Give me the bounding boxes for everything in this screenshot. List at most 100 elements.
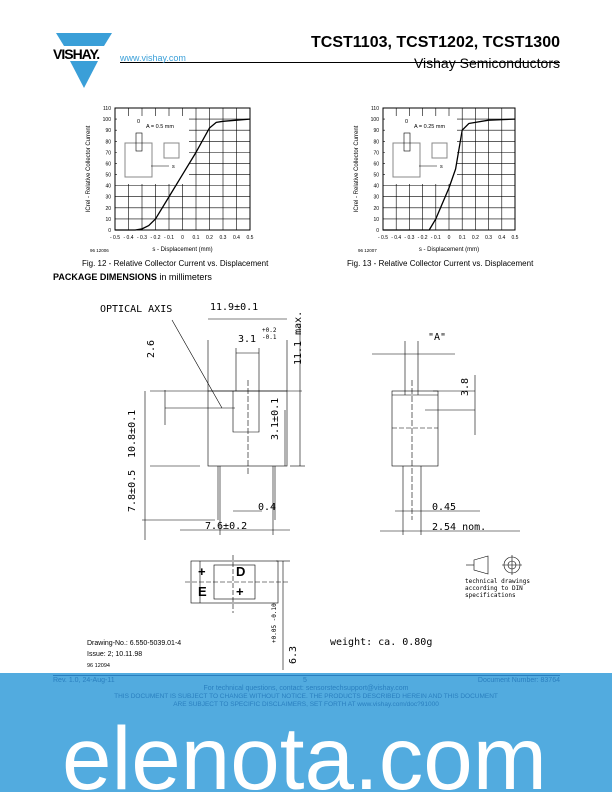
dim-2-54: 2.54 nom. <box>432 522 486 533</box>
x-tick-label: 0.4 <box>233 235 240 241</box>
inset-s: s <box>440 164 443 170</box>
y-tick-label: 10 <box>105 217 111 223</box>
y-tick-label: 90 <box>105 128 111 134</box>
side-view <box>372 341 520 535</box>
x-tick-label: - 0.4 <box>123 235 133 241</box>
drawing-number: Drawing-No.: 6.550-5039.01-4 <box>87 640 182 647</box>
y-tick-label: 0 <box>108 228 111 234</box>
x-tick-label: - 0.1 <box>164 235 174 241</box>
y-tick-label: 30 <box>105 195 111 201</box>
website-link[interactable]: www.vishay.com <box>120 53 186 63</box>
y-tick-label: 60 <box>373 161 379 167</box>
dim-3-8: 3.8 <box>460 378 471 396</box>
watermark-band <box>0 673 612 792</box>
x-axis-label: s - Displacement (mm) <box>152 247 212 253</box>
package-heading: PACKAGE DIMENSIONS in millimeters <box>53 272 212 282</box>
y-tick-label: 70 <box>105 150 111 156</box>
header-rule <box>120 62 560 63</box>
y-tick-label: 110 <box>103 106 111 112</box>
package-dimension-labels: OPTICAL AXIS 11.9±0.1 3.1 +0.2 -0.1 11.1… <box>100 302 486 664</box>
x-tick-label: - 0.5 <box>378 235 388 241</box>
fig13-caption: Fig. 13 - Relative Collector Current vs.… <box>347 259 534 268</box>
dim-a: "A" <box>428 332 446 343</box>
optical-axis-label: OPTICAL AXIS <box>100 304 172 315</box>
y-tick-label: 20 <box>373 206 379 212</box>
footer-doc-number: Document Number: 83764 <box>477 677 560 684</box>
y-tick-label: 100 <box>371 117 380 123</box>
document-title: TCST1103, TCST1202, TCST1300 <box>311 34 560 51</box>
inset-s: s <box>172 164 175 170</box>
y-axis-label: ICrel - Relative Collector Current <box>354 125 360 212</box>
pin-plus-2: + <box>236 584 244 599</box>
vishay-logo: VISHAY. <box>53 33 112 88</box>
front-view <box>142 318 305 540</box>
y-tick-label: 110 <box>371 106 379 112</box>
inset-shutter <box>163 142 180 159</box>
dim-11-9: 11.9±0.1 <box>210 302 258 313</box>
x-tick-label: 0.3 <box>220 235 227 241</box>
x-tick-label: - 0.1 <box>431 235 441 241</box>
y-tick-label: 0 <box>376 228 379 234</box>
x-tick-label: 0.3 <box>485 235 492 241</box>
pin-e: E <box>198 584 207 599</box>
footer-page: 5 <box>303 677 307 684</box>
x-tick-label: 0 <box>181 235 184 241</box>
x-tick-label: - 0.5 <box>110 235 120 241</box>
inset-label: A = 0.25 mm <box>414 124 445 130</box>
x-tick-label: 0.1 <box>459 235 466 241</box>
dim-0-4: 0.4 <box>258 502 276 513</box>
inset-aperture <box>403 132 411 152</box>
inset-background <box>117 116 189 184</box>
y-tick-label: 70 <box>373 150 379 156</box>
x-tick-label: 0.4 <box>498 235 505 241</box>
inset-label: A = 0.5 mm <box>146 124 174 130</box>
dim-2-6: 2.6 <box>146 340 157 358</box>
y-tick-label: 80 <box>105 139 111 145</box>
pin-plus-1: + <box>198 564 206 579</box>
y-tick-label: 90 <box>373 128 379 134</box>
inset-sensor <box>124 142 153 178</box>
y-tick-label: 60 <box>105 161 111 167</box>
dim-3-1-tol-minus: -0.1 <box>262 334 277 341</box>
issue: Issue: 2; 10.11.98 <box>87 651 143 658</box>
dim-7-6: 7.6±0.2 <box>205 521 247 532</box>
footer-rev: Rev. 1.0, 24-Aug-11 <box>53 677 115 684</box>
y-tick-label: 40 <box>373 184 379 190</box>
x-tick-label: 0.2 <box>472 235 479 241</box>
plot-frame <box>114 107 251 231</box>
dim-11-1: 11.1 max. <box>293 311 304 365</box>
y-tick-label: 80 <box>373 139 379 145</box>
watermark: elenota.com <box>62 708 547 808</box>
footer-disclaimer-1: THIS DOCUMENT IS SUBJECT TO CHANGE WITHO… <box>114 693 498 700</box>
figure-id: 96 12006 <box>90 248 109 253</box>
x-axis-label: s - Displacement (mm) <box>419 247 479 253</box>
series-line <box>115 118 251 231</box>
x-tick-label: 0.1 <box>193 235 200 241</box>
bottom-view <box>185 555 290 670</box>
footer-disclaimer-2: ARE SUBJECT TO SPECIFIC DISCLAIMERS, SET… <box>173 700 439 708</box>
dim-6-3: 6.3 <box>288 646 299 664</box>
y-tick-label: 30 <box>373 195 379 201</box>
y-tick-label: 40 <box>105 184 111 190</box>
pin-d: D <box>236 564 245 579</box>
dim-10-8: 10.8±0.1 <box>127 410 138 458</box>
y-tick-label: 10 <box>373 217 379 223</box>
x-tick-label: - 0.4 <box>391 235 401 241</box>
dim-3-1-height: 3.1±0.1 <box>270 398 281 440</box>
chart-13: - 0.5- 0.4- 0.3 - 0.2- 0.1 0 0.1 0.2 0.3 0.4 0.… <box>354 106 519 253</box>
x-tick-label: 0.5 <box>512 235 519 241</box>
y-tick-label: 100 <box>103 117 112 123</box>
package-drawing <box>142 318 522 670</box>
x-tick-label: - 0.3 <box>404 235 414 241</box>
footer-contact[interactable]: For technical questions, contact: sensor… <box>203 685 409 692</box>
footer-rule <box>53 675 560 676</box>
x-tick-label: - 0.2 <box>418 235 428 241</box>
x-tick-label: - 0.2 <box>150 235 160 241</box>
company-subtitle: Vishay Semiconductors <box>413 55 560 71</box>
y-axis-label: ICrel - Relative Collector Current <box>86 125 92 212</box>
series-line <box>383 118 516 231</box>
dim-3-1-tol-plus: +0.2 <box>262 327 277 334</box>
inset-zero: 0 <box>137 119 140 125</box>
